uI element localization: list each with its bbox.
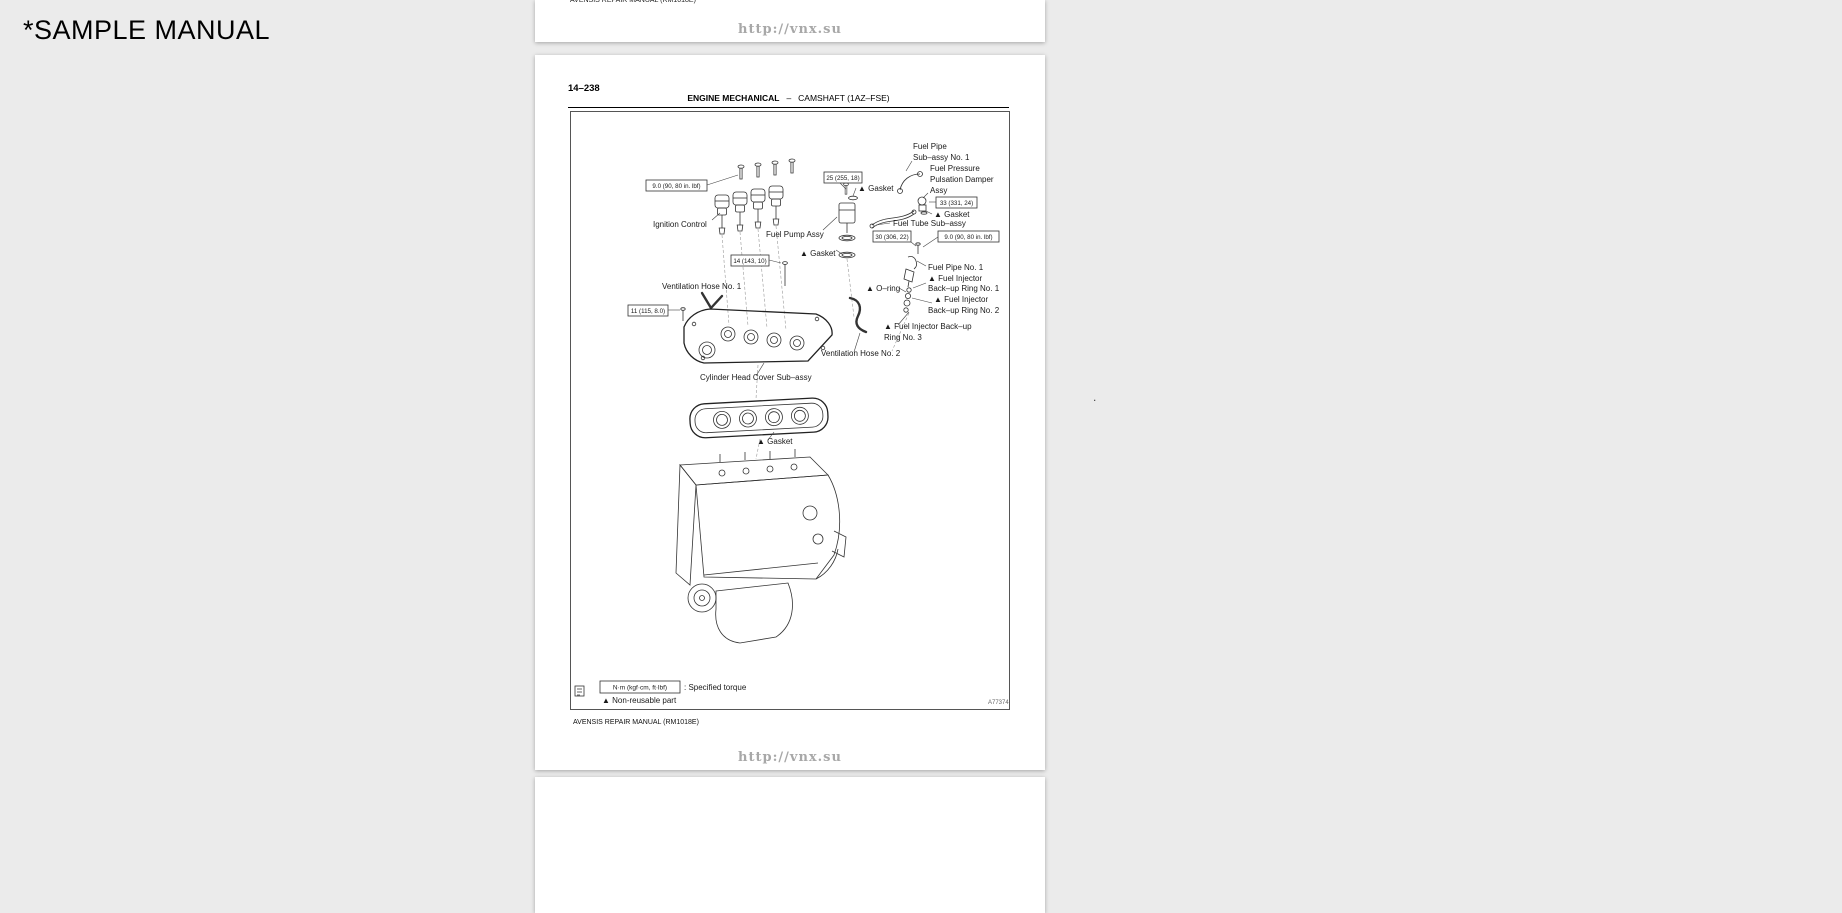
torque-spec: 30 (306, 22) bbox=[875, 234, 908, 241]
part-label: ▲ Gasket bbox=[858, 184, 894, 193]
figure-code: A77374 bbox=[988, 700, 1009, 706]
part-labels: Fuel Pipe Sub–assy No. 1 Fuel Pressure P… bbox=[653, 142, 1000, 446]
torque-spec: 9.0 (90, 80 in. lbf) bbox=[944, 234, 992, 241]
diagram-border bbox=[570, 111, 1010, 710]
fuel-pump-assy bbox=[838, 182, 858, 259]
part-label: ▲ Gasket bbox=[757, 437, 793, 446]
previous-page-bottom: AVENSIS REPAIR MANUAL (RM1018E) http://v… bbox=[535, 0, 1045, 42]
part-label: Ventilation Hose No. 1 bbox=[662, 282, 742, 291]
next-page-top bbox=[535, 777, 1045, 913]
fuel-pipe-parts bbox=[869, 171, 928, 254]
part-label: ▲ Fuel Injector bbox=[928, 274, 982, 283]
part-label: ▲ Fuel Injector Back–up bbox=[884, 322, 972, 331]
page-number: 14–238 bbox=[568, 83, 600, 94]
part-label: ▲ Gasket bbox=[934, 210, 970, 219]
torque-spec: 33 (331, 24) bbox=[940, 200, 973, 207]
legend: N·m (kgf·cm, ft·lbf) : Specified torque … bbox=[574, 680, 1009, 706]
part-label: Cylinder Head Cover Sub–assy bbox=[700, 373, 812, 382]
torque-spec: 25 (255, 18) bbox=[826, 175, 859, 182]
legend-torque-unit: N·m (kgf·cm, ft·lbf) bbox=[613, 685, 667, 692]
valve-cover-gasket bbox=[689, 397, 829, 439]
part-label: ▲ Fuel Injector bbox=[934, 295, 988, 304]
legend-torque-desc: : Specified torque bbox=[684, 683, 747, 692]
torque-spec: 14 (143, 10) bbox=[733, 258, 766, 265]
page-footer: AVENSIS REPAIR MANUAL (RM1018E) bbox=[573, 719, 699, 726]
page-header: ENGINE MECHANICAL–CAMSHAFT (1AZ–FSE) bbox=[568, 93, 1009, 108]
subsection-title: CAMSHAFT (1AZ–FSE) bbox=[798, 93, 890, 103]
watermark-url: http://vnx.su bbox=[738, 750, 842, 765]
part-label: Pulsation Damper bbox=[930, 175, 994, 184]
part-label: Ventilation Hose No. 2 bbox=[821, 349, 901, 358]
fuel-injector-parts bbox=[903, 256, 918, 313]
part-label: Back–up Ring No. 1 bbox=[928, 284, 1000, 293]
header-separator: – bbox=[786, 93, 792, 103]
part-label: Back–up Ring No. 2 bbox=[928, 306, 1000, 315]
manual-page: 14–238 ENGINE MECHANICAL–CAMSHAFT (1AZ–F… bbox=[535, 55, 1045, 770]
torque-spec: 11 (115, 8.0) bbox=[631, 308, 665, 315]
part-label: Ring No. 3 bbox=[884, 333, 922, 342]
part-label: Fuel Tube Sub–assy bbox=[893, 219, 966, 228]
legend-nonreusable: ▲ Non-reusable part bbox=[602, 696, 677, 705]
cover-bolts bbox=[680, 261, 788, 321]
ventilation-hose-1-part bbox=[700, 291, 724, 310]
part-label: Assy bbox=[930, 186, 947, 195]
part-label: ▲ Gasket bbox=[800, 249, 836, 258]
torque-spec: 9.0 (90, 80 in. lbf) bbox=[652, 183, 700, 190]
sample-manual-label: *SAMPLE MANUAL bbox=[23, 15, 271, 45]
previous-page-footer: AVENSIS REPAIR MANUAL (RM1018E) bbox=[570, 0, 696, 4]
stray-dot: . bbox=[1093, 390, 1097, 404]
part-label: Ignition Control bbox=[653, 220, 707, 229]
part-label: ▲ O–ring bbox=[866, 284, 900, 293]
part-label: Fuel Pipe bbox=[913, 142, 947, 151]
part-label: Fuel Pipe No. 1 bbox=[928, 263, 984, 272]
cylinder-head-cover bbox=[683, 308, 833, 364]
section-title: ENGINE MECHANICAL bbox=[687, 93, 780, 103]
part-label: Sub–assy No. 1 bbox=[913, 153, 970, 162]
print-mark-icon bbox=[574, 685, 585, 697]
engine-block bbox=[675, 449, 847, 644]
watermark-url: http://vnx.su bbox=[738, 22, 842, 37]
part-label: Fuel Pressure bbox=[930, 164, 980, 173]
part-label: Fuel Pump Assy bbox=[766, 230, 824, 239]
exploded-diagram: 9.0 (90, 80 in. lbf) 25 (255, 18) 33 (33… bbox=[570, 111, 1010, 710]
ventilation-hose-2-part bbox=[848, 296, 868, 334]
leader-lines bbox=[668, 160, 939, 441]
torque-specs: 9.0 (90, 80 in. lbf) 25 (255, 18) 33 (33… bbox=[627, 171, 1000, 317]
